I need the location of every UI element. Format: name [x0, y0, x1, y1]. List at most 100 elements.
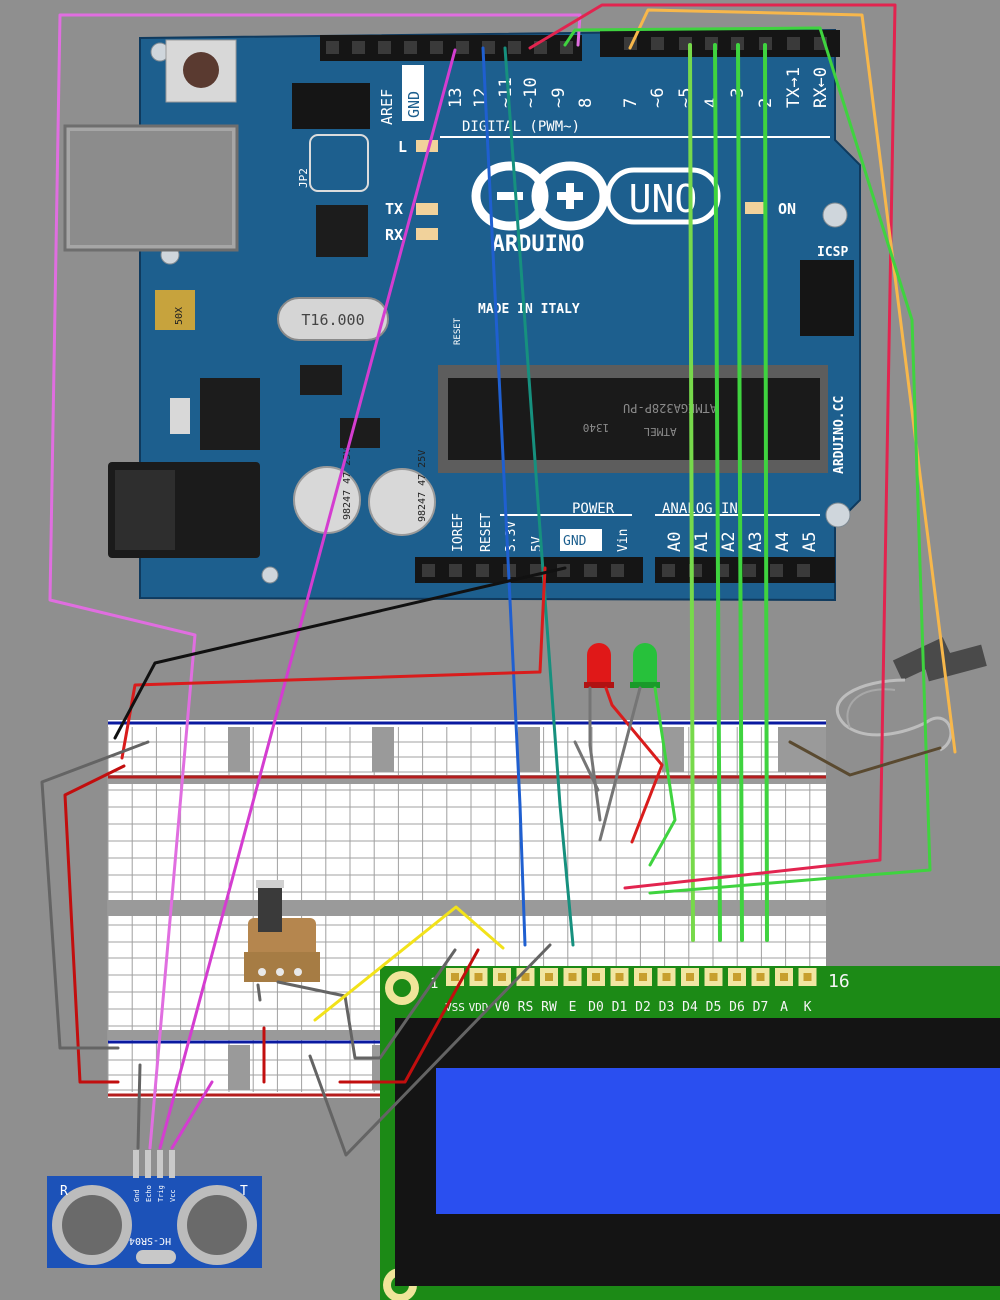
uno-badge: [605, 167, 721, 225]
header-hole: [326, 41, 339, 54]
sensor-transducer-r-mesh: [62, 1195, 122, 1255]
jp2-label: JP2: [297, 168, 310, 188]
fuse: [170, 398, 190, 434]
mount-hole: [822, 202, 848, 228]
lcd-pin-label: RS: [518, 1000, 534, 1015]
header-hole: [797, 564, 810, 577]
sensor-crystal: [136, 1250, 176, 1264]
sensor-side-t: T: [240, 1184, 248, 1199]
lcd-pin-label: D4: [682, 1000, 698, 1015]
analog-title: ANALOG IN: [662, 501, 738, 517]
gnd-label-bg: [402, 65, 424, 121]
analog-pin-label: A5: [800, 532, 820, 552]
logo-minus: [497, 192, 523, 200]
header-hole: [743, 564, 756, 577]
magnetic-reed-switch: [836, 637, 987, 752]
jp2-jumper: [309, 134, 369, 192]
icsp-header-small: [292, 83, 370, 129]
gnd-bottom-label-bg: [560, 529, 602, 551]
lcd-pin-strip: [446, 968, 817, 986]
led-on: [745, 202, 767, 214]
lcd-pin1-label: 1: [430, 976, 438, 992]
pot-pin: [276, 968, 284, 976]
led-l: [416, 140, 438, 152]
led-tx-label: TX: [385, 200, 403, 218]
tvs-label: 50X: [174, 307, 185, 325]
digital-title: DIGITAL (PWM~): [462, 119, 580, 135]
dc-power-jack-inner: [115, 470, 175, 550]
lcd-pin-label: A: [780, 1000, 788, 1015]
lcd-pin-hole: [662, 973, 671, 981]
lcd-pin-label: E: [569, 1000, 577, 1015]
lcd-pin-hole: [756, 973, 765, 981]
header-hole: [378, 41, 391, 54]
sensor-name: HC-SR04: [129, 1235, 171, 1246]
rail-segment-gap: [228, 1045, 250, 1090]
digital-pin-label: 13: [446, 88, 466, 108]
crystal: [277, 297, 389, 341]
lcd-pin-label: VDD: [469, 1001, 489, 1014]
wire-sensor-gnd: [136, 1063, 142, 1150]
chip-code: 1340: [583, 421, 610, 434]
model-label: UNO: [629, 177, 698, 221]
lcd-pin-label: K: [804, 1000, 812, 1015]
analog-pin-label: A1: [692, 532, 712, 552]
lcd-pin-hole: [521, 973, 530, 981]
lcd-pin-label: D7: [753, 1000, 769, 1015]
digital-pin-label: 12: [471, 88, 491, 108]
usb-connector-inner: [70, 131, 232, 245]
header-hole: [422, 564, 435, 577]
lcd-pin-hole: [780, 973, 788, 981]
sensor-pin-label: Trig: [157, 1185, 165, 1202]
led-rx-label: RX: [385, 226, 403, 244]
lcd-pin16-label: 16: [828, 971, 850, 992]
mount-hole: [261, 566, 279, 584]
digital-pin-label: TX→1: [784, 67, 804, 108]
lcd-mount-hole: [393, 979, 411, 997]
header-hole: [476, 564, 489, 577]
logo-plus-v: [566, 183, 574, 209]
wire-lcd-vdd: [338, 948, 480, 1084]
lcd-pin-hole: [803, 973, 812, 981]
op-amp: [300, 365, 342, 395]
usb-chip: [316, 205, 368, 257]
wire-d6: [736, 43, 744, 942]
icsp-label: ICSP: [817, 245, 848, 260]
made-in-label: MADE IN ITALY: [478, 302, 580, 317]
reset-small-label: RESET: [453, 317, 463, 345]
wire-d5: [713, 43, 722, 942]
power-pin-label: RESET: [479, 513, 494, 552]
pot-base: [244, 952, 320, 982]
rail-segment-gap: [228, 727, 250, 772]
lcd-pin-label: D1: [612, 1000, 628, 1015]
lcd-pin-label: RW: [541, 1000, 557, 1015]
digital-pin-label: RX←0: [811, 67, 831, 108]
reset-button-cap[interactable]: [183, 52, 219, 88]
header-hole: [482, 41, 495, 54]
red-led-rim: [584, 682, 614, 688]
aref-label: AREF: [378, 89, 396, 125]
mount-hole: [825, 502, 851, 528]
lcd-pin-label: D5: [706, 1000, 722, 1015]
green-led-dome: [633, 643, 657, 685]
lcd-pin-label: D0: [588, 1000, 604, 1015]
lcd-pin-label: D3: [659, 1000, 675, 1015]
lcd-pin-hole: [498, 973, 506, 981]
pot-pin: [294, 968, 302, 976]
lcd-pin-hole: [592, 973, 600, 981]
lcd-pin-hole: [568, 973, 577, 981]
wire-echo: [158, 48, 457, 1150]
wire-red-led-signal: [528, 3, 897, 890]
tvs-diode: [155, 290, 195, 330]
reed-cable-loop: [836, 678, 953, 752]
wire-pot-wiper: [276, 948, 457, 1060]
atmega-chip: [448, 378, 820, 460]
led-red-leg-1: [588, 686, 602, 822]
analog-pin-label: A2: [719, 532, 739, 552]
lcd-pin-label: D2: [635, 1000, 651, 1015]
green-led: [630, 643, 660, 688]
